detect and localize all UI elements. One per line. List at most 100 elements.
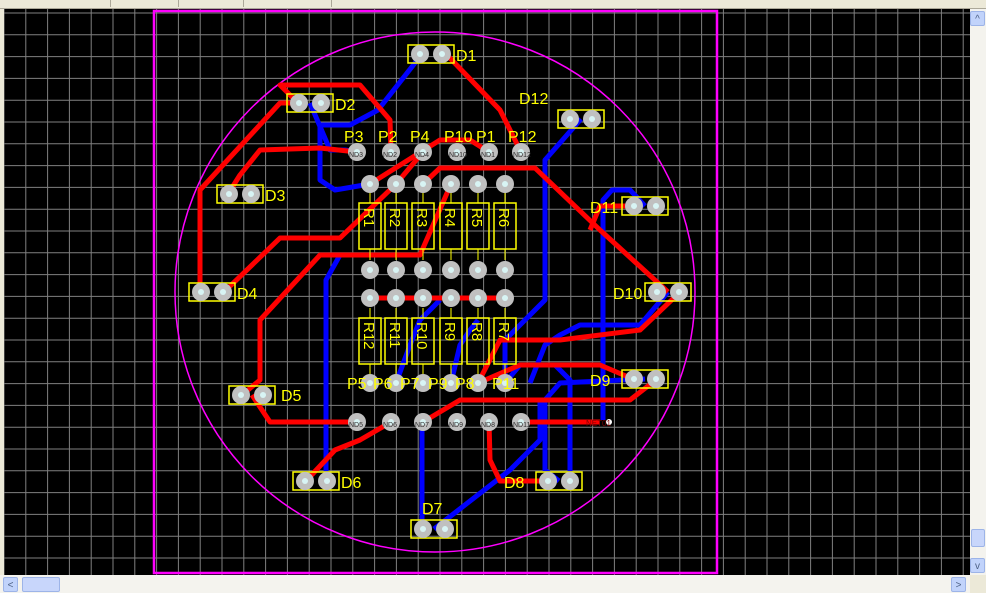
header-pad[interactable] (480, 413, 498, 431)
net-label: ND3 (349, 152, 363, 159)
vertical-scrollbar[interactable]: ^ v (970, 9, 986, 575)
led-pad[interactable] (583, 110, 601, 128)
led-pad[interactable] (414, 520, 432, 538)
resistor-label: R7 (495, 322, 512, 341)
led-pad[interactable] (254, 386, 272, 404)
resistor-label: R12 (360, 322, 377, 350)
resistor-pad[interactable] (469, 374, 487, 392)
led-pad[interactable] (433, 45, 451, 63)
header-pad[interactable] (512, 143, 530, 161)
scroll-up-button[interactable]: ^ (970, 11, 985, 26)
net-label: ND11 (513, 422, 530, 429)
header-label: P9 (428, 376, 448, 393)
net-label: ND2 (383, 152, 397, 159)
horizontal-scroll-thumb[interactable] (22, 577, 60, 592)
header-label: P4 (410, 129, 430, 146)
led-pad[interactable] (411, 45, 429, 63)
via (606, 419, 612, 425)
resistor-pad[interactable] (414, 261, 432, 279)
net-label: ND6 (383, 422, 397, 429)
net-label: ND10 (449, 152, 467, 159)
header-label: P3 (344, 129, 364, 146)
scroll-right-button[interactable]: > (951, 577, 966, 592)
led-pad[interactable] (232, 386, 250, 404)
header-pad[interactable] (448, 413, 466, 431)
header-label: P6 (373, 376, 393, 393)
scroll-left-button[interactable]: < (3, 577, 18, 592)
led-pad[interactable] (214, 283, 232, 301)
scroll-down-button[interactable]: v (970, 558, 985, 573)
header-pad[interactable] (480, 143, 498, 161)
resistor-pad[interactable] (361, 374, 379, 392)
resistor-pad[interactable] (387, 374, 405, 392)
resistor-pad[interactable] (496, 261, 514, 279)
resistor-pad[interactable] (387, 289, 405, 307)
header-pad[interactable] (348, 143, 366, 161)
resistor-pad[interactable] (414, 374, 432, 392)
header-pad[interactable] (414, 143, 432, 161)
led-pad[interactable] (647, 197, 665, 215)
led-label-d10: D10 (613, 286, 642, 303)
resistor-pad[interactable] (496, 374, 514, 392)
led-label-d1: D1 (456, 48, 477, 65)
resistor-pad[interactable] (361, 175, 379, 193)
header-pad[interactable] (512, 413, 530, 431)
resistor-pad[interactable] (496, 289, 514, 307)
resistor-pad[interactable] (469, 261, 487, 279)
led-pad[interactable] (318, 472, 336, 490)
led-pad[interactable] (625, 197, 643, 215)
led-label-d7: D7 (422, 501, 443, 518)
header-pad[interactable] (448, 143, 466, 161)
led-pad[interactable] (242, 185, 260, 203)
resistor-pad[interactable] (414, 289, 432, 307)
resistor-pad[interactable] (442, 374, 460, 392)
vertical-scroll-thumb[interactable] (971, 529, 985, 547)
led-pad[interactable] (561, 472, 579, 490)
resistor-label: R4 (441, 208, 458, 227)
led-outline (216, 184, 264, 204)
led-pad[interactable] (312, 94, 330, 112)
led-pad[interactable] (296, 472, 314, 490)
led-pad[interactable] (625, 370, 643, 388)
led-outline (621, 369, 669, 389)
header-pad[interactable] (348, 413, 366, 431)
resistor-pad[interactable] (361, 289, 379, 307)
resistor-pad[interactable] (469, 289, 487, 307)
led-pad[interactable] (670, 283, 688, 301)
led-pad[interactable] (436, 520, 454, 538)
led-pad[interactable] (290, 94, 308, 112)
resistor-pad[interactable] (414, 175, 432, 193)
resistor-pad[interactable] (442, 261, 460, 279)
resistor-pad[interactable] (469, 175, 487, 193)
header-pad[interactable] (382, 413, 400, 431)
toolbar-strip (0, 0, 986, 9)
resistor-pad[interactable] (387, 175, 405, 193)
resistor-pad[interactable] (361, 261, 379, 279)
led-outline (286, 93, 334, 113)
led-label-d9: D9 (590, 373, 611, 390)
resistor-pad[interactable] (387, 261, 405, 279)
led-pad[interactable] (220, 185, 238, 203)
horizontal-scrollbar[interactable]: < > (0, 575, 970, 593)
led-pad[interactable] (647, 370, 665, 388)
led-pad[interactable] (539, 472, 557, 490)
net-label: ND4 (415, 152, 429, 159)
resistor-label: R2 (386, 208, 403, 227)
resistor-pad[interactable] (442, 175, 460, 193)
header-pad[interactable] (382, 143, 400, 161)
led-outline (228, 385, 276, 405)
resistor-label: R9 (441, 322, 458, 341)
net-label: ND8 (481, 422, 495, 429)
led-pad[interactable] (192, 283, 210, 301)
resistor-pad[interactable] (496, 175, 514, 193)
led-pad[interactable] (561, 110, 579, 128)
resistor-label: R5 (468, 208, 485, 227)
net-label: ND5 (349, 422, 363, 429)
header-pad[interactable] (414, 413, 432, 431)
resistor-pad[interactable] (442, 289, 460, 307)
board-outline (152, 9, 719, 575)
resistor-label: R3 (413, 208, 430, 227)
led-pad[interactable] (648, 283, 666, 301)
net-label: NET01 (586, 419, 611, 428)
